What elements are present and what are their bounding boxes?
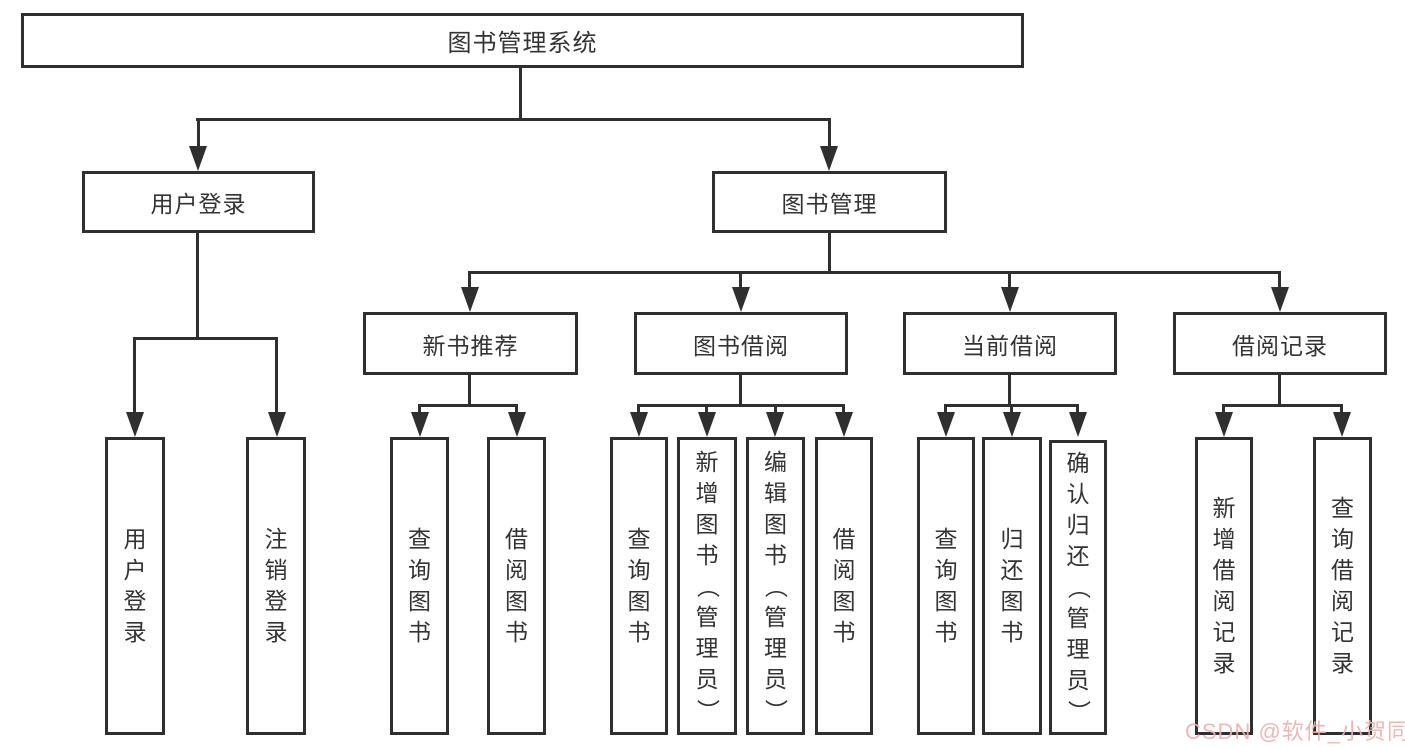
leaf-logout: 注销登录 bbox=[246, 437, 306, 735]
arrow-to-borrow-query bbox=[630, 412, 648, 437]
node-current-borrowing: 当前借阅 bbox=[903, 312, 1117, 375]
connector-borrow-edit-stem bbox=[774, 404, 777, 416]
leaf-rec-borrow-books-label: 借阅图书 bbox=[505, 526, 528, 645]
leaf-borrow-books-label: 借阅图书 bbox=[832, 526, 856, 645]
arrow-to-login bbox=[189, 146, 207, 171]
connector-current-down bbox=[1008, 373, 1011, 407]
arrow-to-current-confirm bbox=[1069, 412, 1087, 437]
leaf-query-borrow-record: 查询借阅记录 bbox=[1313, 437, 1372, 735]
connector-rec-down bbox=[468, 373, 471, 407]
node-book-borrowing-label: 图书借阅 bbox=[693, 332, 789, 359]
leaf-add-borrow-record: 新增借阅记录 bbox=[1195, 437, 1253, 735]
arrow-to-rec-borrow bbox=[508, 412, 526, 437]
connector-current-confirm-stem bbox=[1076, 404, 1079, 416]
leaf-edit-books-admin-label: 编辑图书（管理员） bbox=[763, 448, 789, 722]
node-current-borrowing-label: 当前借阅 bbox=[962, 332, 1058, 359]
arrow-to-borrow-add bbox=[698, 412, 716, 437]
connector-borrow-stem bbox=[739, 271, 742, 291]
leaf-edit-books-admin: 编辑图书（管理员） bbox=[746, 437, 805, 735]
connector-current-query-stem bbox=[944, 404, 947, 416]
connector-borrow-add-stem bbox=[705, 404, 708, 416]
connector-borrow-query-stem bbox=[637, 404, 640, 416]
leaf-borrow-books: 借阅图书 bbox=[815, 437, 873, 735]
connector-login-split bbox=[133, 337, 278, 340]
connector-mgmt-split bbox=[468, 271, 1281, 274]
csdn-watermark: CSDN @软件_小贺同学 bbox=[1185, 719, 1405, 744]
arrow-to-record-add bbox=[1215, 412, 1233, 437]
node-borrow-records: 借阅记录 bbox=[1173, 312, 1387, 375]
leaf-add-books-admin-label: 新增图书（管理员） bbox=[694, 448, 721, 722]
arrow-to-login-user bbox=[126, 412, 144, 437]
connector-root-split bbox=[196, 118, 831, 121]
arrow-to-current bbox=[1001, 287, 1019, 312]
node-borrow-records-label: 借阅记录 bbox=[1232, 332, 1328, 359]
connector-borrow-split bbox=[637, 404, 845, 407]
leaf-return-books-label: 归还图书 bbox=[1000, 526, 1024, 645]
arrow-to-record bbox=[1271, 287, 1289, 312]
leaf-confirm-return-admin: 确认归还（管理员） bbox=[1049, 440, 1107, 735]
arrow-to-borrow-edit bbox=[766, 412, 784, 437]
leaf-user-login-label: 用户登录 bbox=[123, 526, 147, 645]
node-new-book-recommend-label: 新书推荐 bbox=[422, 332, 519, 359]
connector-record-stem bbox=[1278, 271, 1281, 291]
arrow-to-rec bbox=[461, 287, 479, 312]
node-user-login-group-label: 用户登录 bbox=[150, 191, 247, 217]
connector-mgmt-down bbox=[828, 231, 831, 274]
arrow-to-record-query bbox=[1333, 412, 1351, 437]
leaf-add-borrow-record-label: 新增借阅记录 bbox=[1212, 495, 1236, 676]
leaf-current-query-books: 查询图书 bbox=[917, 437, 975, 735]
leaf-return-books: 归还图书 bbox=[982, 437, 1042, 735]
node-user-login-group: 用户登录 bbox=[82, 171, 315, 233]
connector-rec-query-stem bbox=[418, 404, 421, 416]
arrow-to-rec-query bbox=[411, 412, 429, 437]
node-book-management-label: 图书管理 bbox=[781, 191, 878, 217]
arrow-to-login-logout bbox=[268, 412, 286, 437]
node-root: 图书管理系统 bbox=[21, 13, 1024, 68]
leaf-borrow-query-books-label: 查询图书 bbox=[627, 526, 651, 645]
leaf-logout-label: 注销登录 bbox=[264, 526, 288, 645]
arrow-to-current-query bbox=[937, 412, 955, 437]
arrow-to-borrow bbox=[732, 287, 750, 312]
node-book-borrowing: 图书借阅 bbox=[634, 312, 848, 375]
leaf-confirm-return-admin-label: 确认归还（管理员） bbox=[1065, 450, 1092, 723]
connector-rec-stem bbox=[468, 271, 471, 291]
leaf-user-login: 用户登录 bbox=[105, 437, 165, 735]
connector-rec-borrow-stem bbox=[515, 404, 518, 416]
connector-record-add-stem bbox=[1222, 404, 1225, 416]
node-root-label: 图书管理系统 bbox=[447, 30, 598, 57]
connector-borrow-down bbox=[739, 373, 742, 407]
arrow-to-borrow-borrow bbox=[835, 412, 853, 437]
connector-record-split bbox=[1222, 404, 1343, 407]
connector-rec-split bbox=[418, 404, 518, 407]
leaf-rec-borrow-books: 借阅图书 bbox=[487, 437, 546, 735]
connector-record-query-stem bbox=[1340, 404, 1343, 416]
arrow-to-mgmt bbox=[820, 146, 838, 171]
connector-to-mgmt-stem bbox=[828, 118, 831, 150]
connector-login-logout-stem bbox=[275, 337, 278, 416]
connector-record-down bbox=[1278, 373, 1281, 407]
node-book-management: 图书管理 bbox=[712, 171, 947, 233]
node-new-book-recommend: 新书推荐 bbox=[363, 312, 578, 375]
connector-current-return-stem bbox=[1010, 404, 1013, 416]
connector-login-down bbox=[196, 231, 199, 340]
leaf-add-books-admin: 新增图书（管理员） bbox=[677, 437, 737, 735]
connector-borrow-borrow-stem bbox=[842, 404, 845, 416]
leaf-query-borrow-record-label: 查询借阅记录 bbox=[1331, 495, 1354, 676]
connector-current-stem bbox=[1008, 271, 1011, 291]
leaf-borrow-query-books: 查询图书 bbox=[610, 437, 668, 735]
connector-login-user-stem bbox=[133, 337, 136, 416]
connector-to-login-stem bbox=[197, 118, 200, 150]
leaf-current-query-books-label: 查询图书 bbox=[934, 526, 958, 645]
connector-root-stem bbox=[519, 66, 522, 118]
arrow-to-current-return bbox=[1003, 412, 1021, 437]
leaf-rec-query-books-label: 查询图书 bbox=[408, 526, 431, 645]
leaf-rec-query-books: 查询图书 bbox=[390, 437, 449, 735]
